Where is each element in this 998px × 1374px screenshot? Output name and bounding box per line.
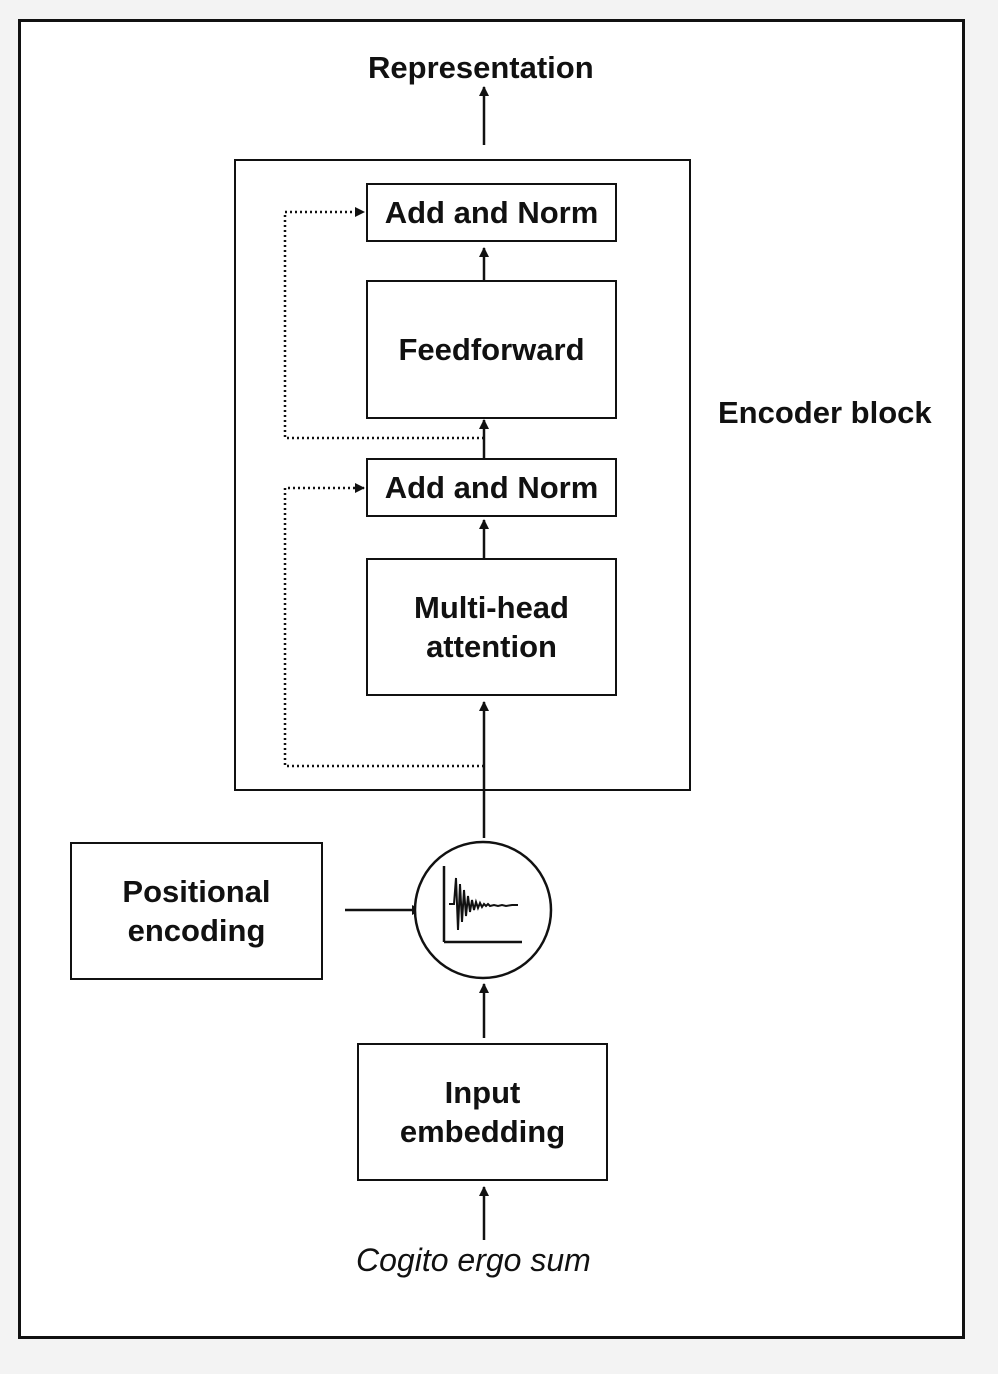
positional-encoding-label-line2: encoding [127, 913, 266, 948]
positional-encoding-box: Positional encoding [70, 842, 323, 980]
add-and-norm-bottom-label: Add and Norm [384, 470, 599, 505]
multi-head-attention-label-line1: Multi-head [414, 590, 569, 625]
add-and-norm-top-label: Add and Norm [384, 195, 599, 230]
feedforward-label: Feedforward [398, 332, 585, 367]
encoder-block-label: Encoder block [718, 395, 932, 430]
input-text-cogito: Cogito ergo sum [356, 1242, 591, 1278]
add-and-norm-top-box: Add and Norm [366, 183, 617, 242]
feedforward-box: Feedforward [366, 280, 617, 419]
multi-head-attention-label-line2: attention [426, 629, 557, 664]
output-representation-label: Representation [368, 50, 594, 85]
input-embedding-box: Input embedding [357, 1043, 608, 1181]
input-embedding-label-line1: Input [444, 1075, 521, 1110]
add-and-norm-bottom-box: Add and Norm [366, 458, 617, 517]
input-embedding-label-line2: embedding [399, 1114, 566, 1149]
multi-head-attention-box: Multi-head attention [366, 558, 617, 696]
positional-encoding-label-line1: Positional [122, 874, 271, 909]
